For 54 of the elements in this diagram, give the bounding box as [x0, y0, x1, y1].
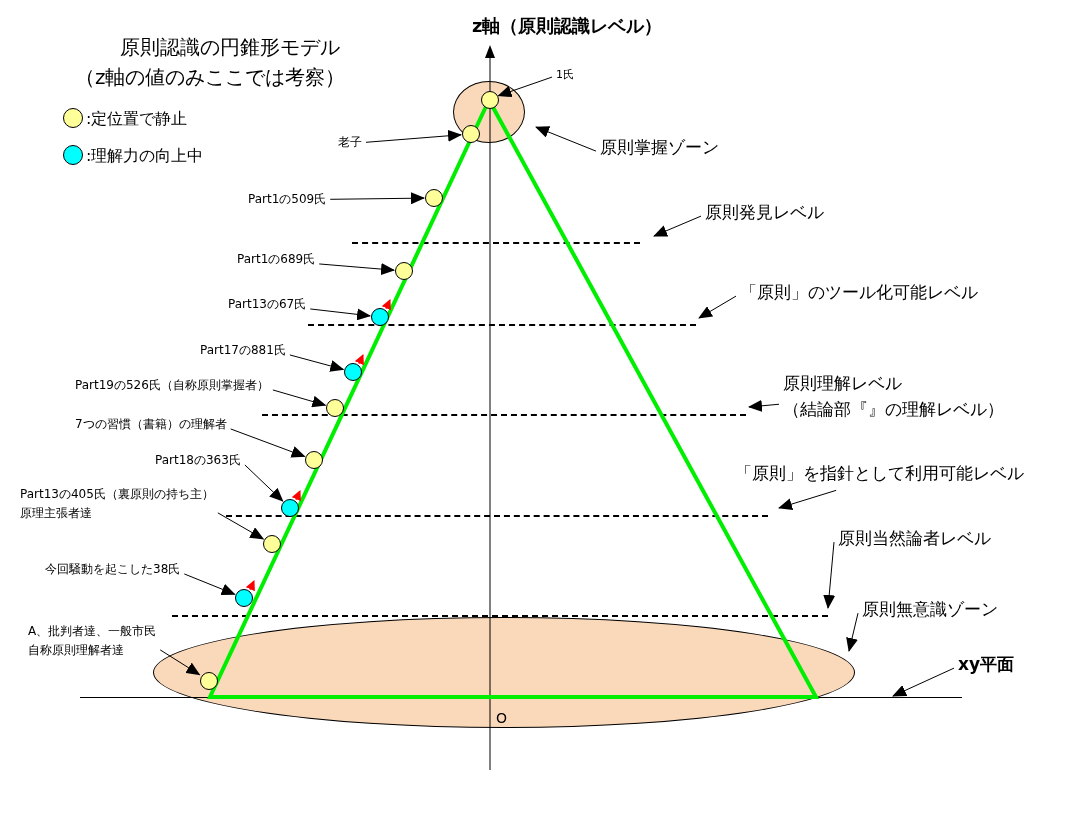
person-label: A、批判者達、一般市民 [28, 623, 157, 640]
person-label: Part13の405氏（裏原則の持ち主） [20, 486, 214, 503]
person-label: 今回騒動を起こした38氏 [45, 561, 181, 578]
level-label: 原則掌握ゾーン [600, 136, 719, 159]
level-label: 原則無意識ゾーン [862, 598, 998, 621]
person-label: Part1の689氏 [237, 251, 316, 268]
dashed-level-line [172, 615, 828, 617]
leader-arrow [318, 263, 396, 276]
level-label: （結論部『』の理解レベル） [783, 398, 1004, 422]
leader-arrow [748, 399, 780, 412]
leader-arrow [653, 215, 702, 237]
diagram-title: 原則認識の円錐形モデル [120, 34, 340, 61]
level-label: 原則発見レベル [705, 201, 824, 224]
legend-text: :定位置で静止 [86, 108, 188, 130]
leader-arrow [309, 308, 372, 321]
level-label: xy平面 [958, 653, 1015, 676]
person-label: Part18の363氏 [155, 452, 241, 469]
person-label: 自称原則理解者達 [28, 641, 125, 659]
origin-label: O [496, 709, 508, 728]
level-label: 原則理解レベル [783, 372, 903, 395]
level-label: 「原則」のツール化可能レベル [740, 281, 978, 304]
dashed-level-line [308, 324, 696, 326]
leader-arrow [823, 541, 836, 609]
person-label: Part17の881氏 [200, 342, 286, 359]
leader-arrow [778, 489, 837, 510]
person-label: Part1の509氏 [248, 191, 327, 208]
person-label: Part19の526氏（自称原則掌握者） [75, 377, 269, 394]
subtitle: （z軸の値のみここでは考察） [75, 64, 346, 91]
leader-arrow [497, 76, 553, 98]
level-label: 「原則」を指針として利用可能レベル [735, 462, 1024, 485]
leader-arrow [846, 612, 859, 652]
leader-arrow [272, 389, 327, 408]
person-label: 老子 [338, 134, 362, 151]
person-label: 1氏 [556, 67, 574, 83]
leader-arrow [892, 667, 955, 697]
leader-arrow [230, 428, 306, 458]
person-label: Part13の67氏 [228, 296, 307, 313]
dashed-level-line [226, 515, 768, 517]
dashed-level-line [262, 414, 746, 416]
leader-arrow [329, 192, 425, 205]
person-label: 原理主張者達 [20, 504, 93, 522]
person-label: 7つの習慣（書籍）の理解者 [75, 416, 227, 433]
leader-arrow [535, 126, 597, 152]
legend-text: :理解力の向上中 [86, 145, 204, 167]
x-axis-line [80, 697, 962, 698]
leader-arrow [217, 512, 265, 540]
leader-arrow [244, 464, 284, 502]
axis-label: z軸（原則認識レベル） [472, 14, 663, 38]
leader-arrow [698, 295, 737, 319]
dashed-level-line [352, 242, 640, 244]
leader-arrow [365, 129, 463, 143]
leader-arrow [289, 354, 345, 372]
level-label: 原則当然論者レベル [838, 527, 991, 550]
leader-arrow [183, 573, 236, 595]
